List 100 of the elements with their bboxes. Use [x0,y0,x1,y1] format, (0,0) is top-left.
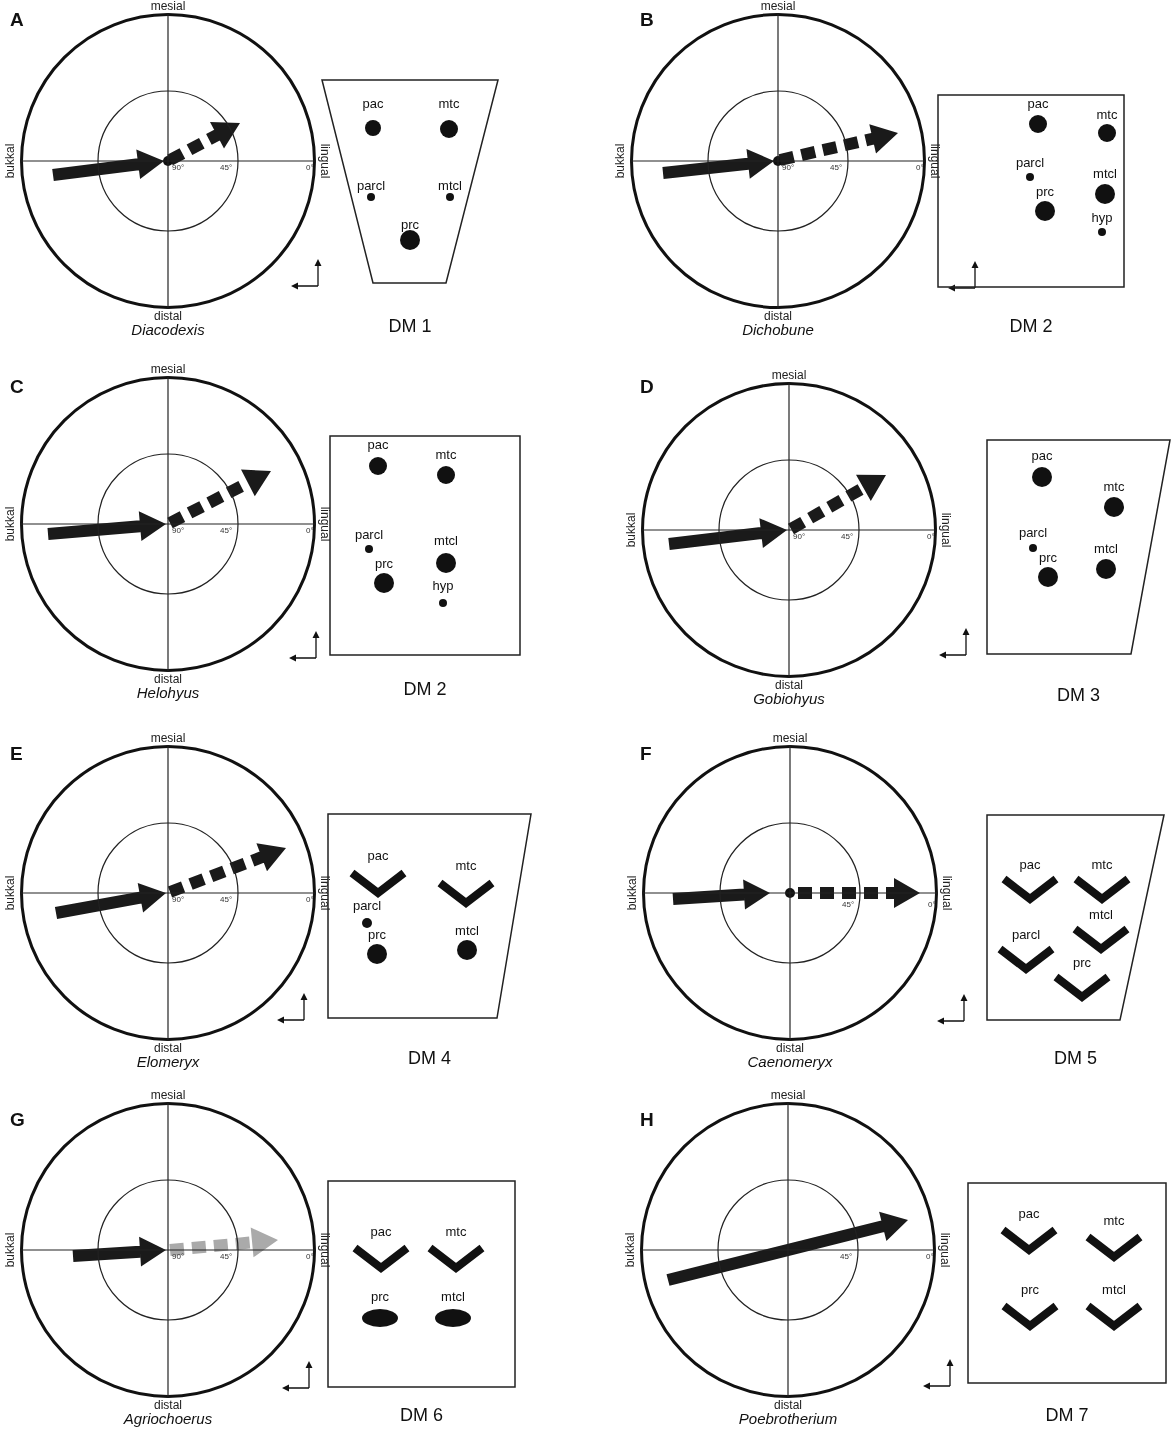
direction-label: distal [764,310,792,322]
tooth-label: DM 1 [388,317,432,335]
cusp-label: mtc [445,1225,467,1238]
cusp-label: mtcl [438,179,462,192]
panel-letter: B [640,10,654,29]
direction-label: lingual [940,512,952,548]
cusp-label: mtcl [455,924,479,937]
cusp-label: prc [374,557,394,570]
degree-label: 0° [927,533,935,541]
cusp-label: mtc [1103,1214,1125,1227]
tooth-label: DM 5 [1054,1049,1097,1067]
cusp-label: mtcl [1093,167,1117,180]
direction-label: distal [154,1399,182,1411]
cusp-label: parcl [354,528,384,541]
direction-label: distal [154,310,182,322]
cusp-label: prc [1035,185,1055,198]
degree-label: 90° [793,533,806,541]
cusp-label: prc [1038,551,1058,564]
taxon-name: Elomeryx [136,1054,200,1069]
cusp-label: mtcl [1094,542,1118,555]
taxon-name: Gobiohyus [753,691,825,706]
direction-label: mesial [772,732,808,744]
cusp-label: hyp [432,579,454,592]
degree-label: 90° [782,164,795,172]
tooth-label: DM 6 [400,1406,443,1424]
tooth-label: DM 4 [408,1049,451,1067]
cusp-label: pac [1031,449,1053,462]
direction-label: lingual [319,143,331,179]
direction-label: mesial [770,1089,806,1101]
cusp-label: parcl [356,179,386,192]
direction-label: lingual [929,143,941,179]
direction-label: bukkal [4,506,16,542]
degree-label: 0° [926,1253,934,1261]
direction-label: mesial [150,1089,186,1101]
direction-label: bukkal [614,143,626,179]
cusp-label: prc [367,928,387,941]
degree-label: 45° [220,1253,233,1261]
direction-label: bukkal [4,1232,16,1268]
direction-label: distal [775,679,803,691]
taxon-name: Dichobune [742,322,814,337]
direction-label: lingual [319,506,331,542]
cusp-label: mtcl [1102,1283,1126,1296]
cusp-label: prc [1020,1283,1040,1296]
degree-label: 90° [172,527,185,535]
tooth-label: DM 2 [1009,317,1053,335]
cusp-label: mtcl [434,534,458,547]
degree-label: 0° [306,1253,314,1261]
panel-letter: C [10,377,24,396]
panel-letter: G [10,1110,25,1129]
degree-label: 45° [220,896,233,904]
tooth-label: DM 2 [403,680,447,698]
degree-label: 45° [842,901,855,909]
direction-label: bukkal [625,512,637,548]
direction-label: distal [774,1399,802,1411]
degree-label: 90° [172,1253,185,1261]
degree-label: 45° [841,533,854,541]
direction-label: bukkal [4,875,16,911]
panel-letter: E [10,744,23,763]
cusp-label: mtc [455,859,477,872]
cusp-label: pac [1019,858,1041,871]
degree-label: 0° [306,896,314,904]
direction-label: lingual [319,875,331,911]
cusp-label: mtcl [1089,908,1113,921]
taxon-name: Helohyus [136,685,200,700]
direction-label: bukkal [4,143,16,179]
direction-label: mesial [150,0,186,12]
cusp-label: pac [367,438,389,451]
direction-label: bukkal [624,1232,636,1268]
cusp-label: mtc [1103,480,1125,493]
direction-label: mesial [150,363,186,375]
panel-letter: A [10,10,24,29]
cusp-label: prc [1072,956,1092,969]
cusp-label: mtc [435,448,457,461]
cusp-label: parcl [1015,156,1045,169]
degree-label: 0° [928,901,936,909]
degree-label: 90° [172,896,185,904]
cusp-label: hyp [1091,211,1113,224]
tooth-label: DM 7 [1045,1406,1089,1424]
degree-label: 0° [306,527,314,535]
cusp-label: parcl [1011,928,1041,941]
taxon-name: Agriochoerus [123,1411,213,1426]
direction-label: mesial [150,732,186,744]
cusp-label: mtc [1096,108,1118,121]
degree-label: 45° [840,1253,853,1261]
cusp-label: pac [370,1225,392,1238]
direction-label: distal [154,673,182,685]
direction-label: lingual [941,875,953,911]
panel-letter: F [640,744,652,763]
cusp-label: mtc [438,97,460,110]
cusp-label: mtcl [441,1290,465,1303]
cusp-label: parcl [352,899,382,912]
panel-letter: D [640,377,654,396]
cusp-label: pac [1018,1207,1040,1220]
cusp-label: prc [400,218,420,231]
taxon-name: Poebrotherium [738,1411,838,1426]
direction-label: lingual [319,1232,331,1268]
direction-label: mesial [771,369,807,381]
taxon-name: Diacodexis [131,322,205,337]
degree-label: 90° [172,164,185,172]
degree-label: 0° [916,164,924,172]
